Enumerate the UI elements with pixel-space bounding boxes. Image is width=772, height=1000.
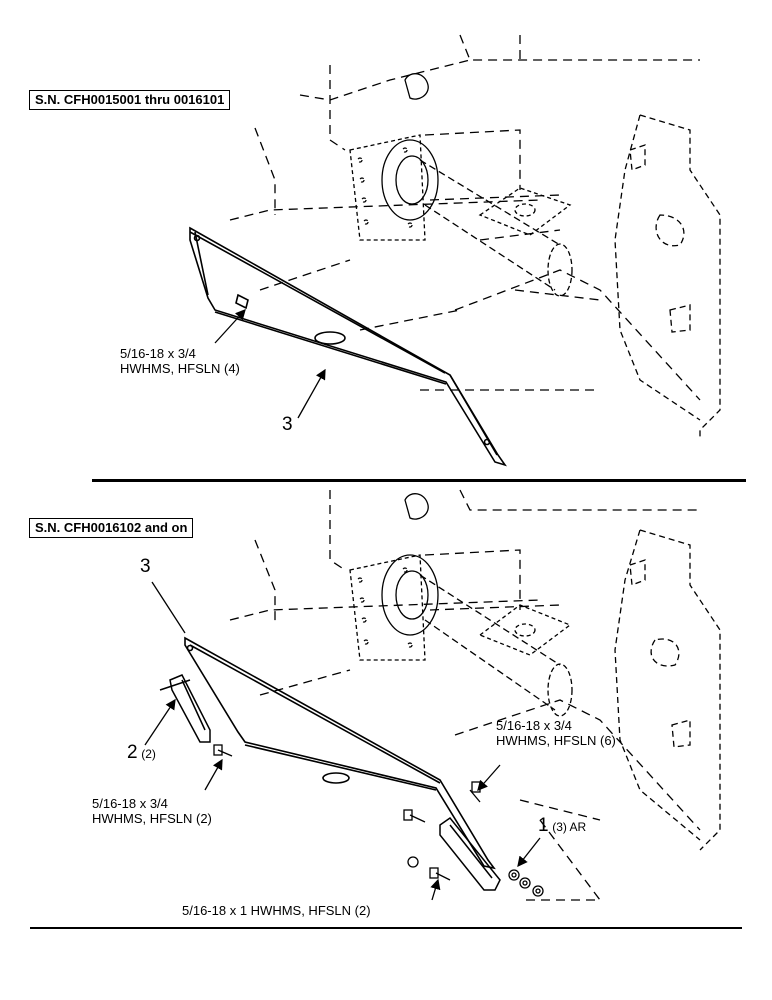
top-shield-callout: 3 [282,414,293,435]
top-knob [404,73,429,100]
bottom-shield-part [184,636,496,870]
bottom-right-bolt-spec: 5/16-18 x 3/4 HWHMS, HFSLN (6) [496,718,616,748]
top-bolt-spec: 5/16-18 x 3/4 HWHMS, HFSLN (4) [120,346,240,376]
bottom-rule [30,927,742,929]
bottom-left-bolt-spec: 5/16-18 x 3/4 HWHMS, HFSLN (2) [92,796,212,826]
bottom-mount-plate [478,604,572,656]
bottom-right-bracket [439,816,501,891]
bottom-bottom-bolt-spec: 5/16-18 x 1 HWHMS, HFSLN (2) [182,903,371,918]
bottom-bracket-leader [144,698,176,746]
bottom-left-bracket [159,674,211,743]
top-shield-leader [297,368,326,419]
bottom-washer-number: 1 [538,815,549,836]
bottom-bracket-callout: 2 (2) [127,742,156,763]
top-mount-plate [478,187,572,236]
bottom-left-bolt-line2: HWHMS, HFSLN (2) [92,811,212,826]
section-divider [92,479,746,482]
top-phantom-frame [229,34,701,401]
top-side-panel [614,114,721,440]
bottom-right-bolt-line1: 5/16-18 x 3/4 [496,718,572,733]
top-assembly-view [189,34,721,467]
bottom-washer-qty: (3) AR [552,820,587,834]
bottom-gearbox-plate [349,554,426,661]
top-drive-shaft [381,139,573,297]
top-bolt-leader [214,309,246,344]
bottom-washer-leader [517,837,541,868]
bottom-left-bolt-line1: 5/16-18 x 3/4 [92,796,168,811]
bottom-shield-callout: 3 [140,556,151,577]
bottom-bracket-number: 2 [127,742,138,763]
bottom-bracket-qty: (2) [141,747,156,761]
bottom-right-bolt-leader [477,764,501,791]
bottom-washer-callout: 1 (3) AR [538,815,587,836]
bottom-left-bolt-leader [204,758,223,791]
top-gearbox-plate [349,134,426,241]
bottom-knob [404,493,429,520]
bottom-right-bolt-line2: HWHMS, HFSLN (6) [496,733,616,748]
bottom-washers [508,869,544,897]
bottom-bolts [213,744,481,881]
top-shield-part [189,226,507,467]
top-bolt-line1: 5/16-18 x 3/4 [120,346,196,361]
top-bolt-line2: HWHMS, HFSLN (4) [120,361,240,376]
bottom-serial-label: S.N. CFH0016102 and on [29,518,194,538]
bottom-assembly-view [144,489,721,901]
bottom-bottom-bolt-leader [430,878,441,901]
bottom-phantom-frame [229,489,701,901]
bottom-shield-leader [151,581,186,634]
bottom-drive-shaft [381,554,573,717]
bottom-side-panel [614,529,721,851]
top-serial-label: S.N. CFH0015001 thru 0016101 [29,90,231,110]
